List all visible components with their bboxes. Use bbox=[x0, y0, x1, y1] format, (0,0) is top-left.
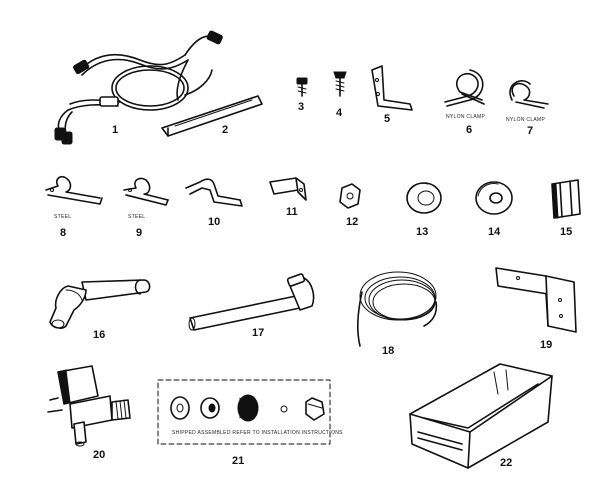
part-label-8: 8 bbox=[60, 227, 66, 239]
part-label-10: 10 bbox=[208, 216, 220, 228]
part-11-bracket: 11 bbox=[269, 177, 307, 218]
part-3-screw: 3 bbox=[296, 77, 308, 113]
part-caption-6: NYLON CLAMP bbox=[446, 114, 486, 120]
part-caption-9: STEEL bbox=[128, 214, 145, 220]
part-12-nut: 12 bbox=[339, 183, 361, 228]
part-22-ice-bin: 22 bbox=[409, 363, 553, 469]
part-label-16: 16 bbox=[93, 329, 105, 341]
part-5-bracket: 5 bbox=[371, 65, 413, 125]
part-label-22: 22 bbox=[500, 457, 512, 469]
part-caption-21: SHIPPED ASSEMBLED REFER TO INSTALLATION … bbox=[172, 430, 343, 436]
part-15-channel: 15 bbox=[551, 179, 581, 238]
part-13-grommet: 13 bbox=[406, 182, 442, 238]
part-8-steel-clamp: STEEL 8 bbox=[45, 175, 103, 239]
part-label-12: 12 bbox=[346, 216, 358, 228]
part-caption-7: NYLON CLAMP bbox=[506, 117, 546, 123]
part-label-9: 9 bbox=[136, 227, 142, 239]
part-caption-8: STEEL bbox=[54, 214, 71, 220]
part-6-nylon-clamp: NYLON CLAMP 6 bbox=[444, 69, 486, 136]
part-1-wiring-harness: 1 bbox=[54, 30, 223, 145]
part-10-clip: 10 bbox=[185, 178, 243, 228]
part-4-screw: 4 bbox=[333, 71, 347, 119]
part-label-21: 21 bbox=[232, 455, 244, 467]
part-9-steel-clamp: STEEL 9 bbox=[123, 177, 169, 239]
part-label-17: 17 bbox=[252, 327, 264, 339]
part-18-coil: 18 bbox=[357, 271, 438, 357]
part-label-3: 3 bbox=[298, 101, 304, 113]
part-16-elbow-tube: 16 bbox=[49, 279, 151, 341]
part-7-nylon-clamp: NYLON CLAMP 7 bbox=[506, 80, 549, 137]
part-label-1: 1 bbox=[112, 124, 118, 136]
part-label-5: 5 bbox=[384, 113, 390, 125]
part-label-18: 18 bbox=[382, 345, 394, 357]
part-label-14: 14 bbox=[488, 226, 501, 238]
part-label-15: 15 bbox=[560, 226, 572, 238]
part-label-19: 19 bbox=[540, 339, 552, 351]
part-label-13: 13 bbox=[416, 226, 428, 238]
part-label-6: 6 bbox=[466, 124, 472, 136]
part-label-2: 2 bbox=[222, 124, 228, 136]
part-label-20: 20 bbox=[93, 449, 105, 461]
part-label-4: 4 bbox=[336, 107, 343, 119]
part-17-long-tube: 17 bbox=[188, 273, 315, 339]
part-20-water-valve: 20 bbox=[47, 365, 131, 461]
part-label-7: 7 bbox=[527, 125, 533, 137]
part-2-strip: 2 bbox=[161, 95, 263, 137]
part-21-assembly: SHIPPED ASSEMBLED REFER TO INSTALLATION … bbox=[157, 379, 343, 467]
part-19-mounting-bracket: 19 bbox=[495, 267, 577, 351]
part-14-washer: 14 bbox=[475, 181, 513, 238]
part-label-11: 11 bbox=[286, 206, 298, 218]
